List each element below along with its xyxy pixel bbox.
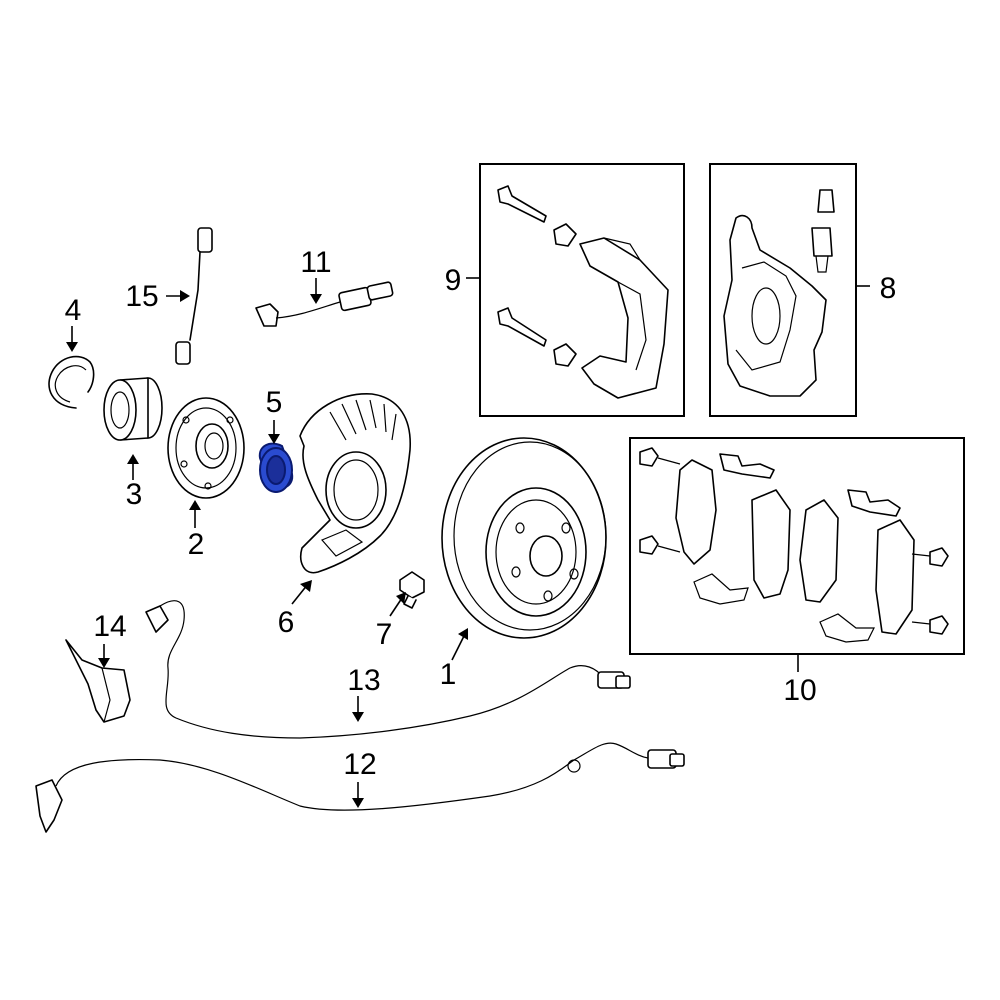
callout-1: 1 xyxy=(440,658,457,691)
wheel-bearing[interactable] xyxy=(103,377,163,441)
wear-sensor-15[interactable] xyxy=(175,227,213,365)
speed-sensor-harness-13[interactable] xyxy=(145,600,631,739)
highlighted-seal[interactable] xyxy=(258,442,294,493)
callout-10: 10 xyxy=(783,674,816,707)
callout-14: 14 xyxy=(93,610,126,643)
caliper-bracket-box[interactable] xyxy=(479,163,685,417)
callout-5: 5 xyxy=(266,386,283,419)
brake-pads-box[interactable] xyxy=(629,437,965,655)
brake-rotor[interactable] xyxy=(441,437,607,639)
callout-3: 3 xyxy=(126,478,143,511)
snap-ring[interactable] xyxy=(48,355,95,409)
callout-12: 12 xyxy=(343,748,376,781)
leader-lines xyxy=(66,277,870,808)
callout-11: 11 xyxy=(300,246,331,279)
callout-9: 9 xyxy=(445,264,462,297)
callout-13: 13 xyxy=(347,664,380,697)
callout-7: 7 xyxy=(376,618,393,651)
speed-sensor-harness-12[interactable] xyxy=(35,742,685,833)
callout-4: 4 xyxy=(65,294,82,327)
callout-6: 6 xyxy=(278,606,295,639)
callout-2: 2 xyxy=(188,528,205,561)
dust-shield[interactable] xyxy=(299,393,411,574)
callout-8: 8 xyxy=(880,272,897,305)
wheel-hub[interactable] xyxy=(167,397,245,499)
shield-bolt[interactable] xyxy=(399,571,425,609)
wear-sensor-11[interactable] xyxy=(255,281,394,327)
callout-15: 15 xyxy=(125,280,158,313)
caliper-box[interactable] xyxy=(709,163,857,417)
sensor-bracket[interactable] xyxy=(65,639,131,723)
